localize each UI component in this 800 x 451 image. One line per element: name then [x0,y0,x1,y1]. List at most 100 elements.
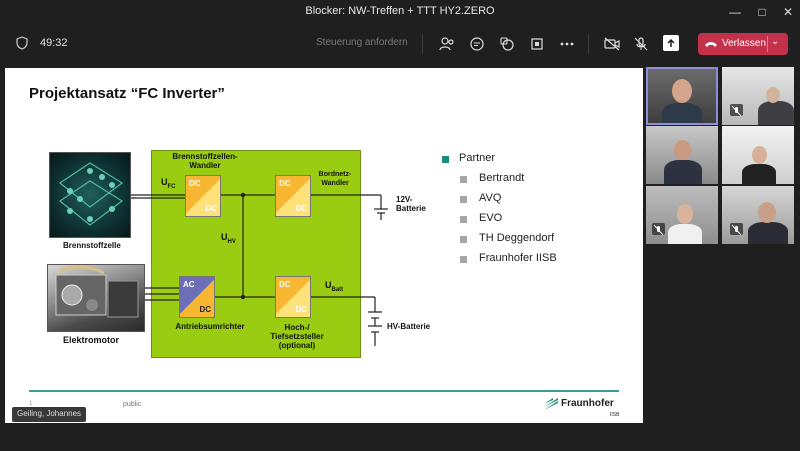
avatar [672,79,692,103]
boost-dcdc-converter: DC DC [275,276,311,318]
chevron-down-icon[interactable]: ⌄ [771,36,780,47]
dc-in-label: DC [279,280,291,289]
participant-video-tile[interactable] [722,186,794,244]
phone-icon [705,42,717,47]
mic-off-icon [730,223,743,236]
partner-name: Bertrandt [479,172,525,184]
slide-number: 1 [29,401,33,407]
dc-in-label: DC [189,179,201,188]
fuelcell-image [49,152,131,238]
leave-button[interactable]: Verlassen ⌄ [698,33,788,55]
partner-name: EVO [479,212,503,224]
list-item: EVO [442,212,582,232]
motor-label: Elektromotor [63,335,120,345]
inverter-label: Antriebsumrichter [175,322,245,331]
window-title: Blocker: NW-Treffen + TTT HY2.ZERO [305,5,495,17]
u-batt-label: UBatt [325,280,344,293]
slide-title: Projektansatz “FC Inverter” [29,85,225,102]
inverter-acdc: AC DC [179,276,215,318]
dc-out-label: DC [295,204,307,213]
maximize-button[interactable]: □ [758,5,766,19]
participant-video-tile[interactable] [646,186,718,244]
share-button[interactable] [663,35,679,51]
chat-icon[interactable] [467,34,487,54]
boost-label: Hoch-/ Tiefsetzsteller (optional) [270,323,324,350]
board-dcdc-converter: DC DC [275,175,311,217]
participant-video-tile[interactable] [646,67,718,125]
participant-video-tile[interactable] [646,126,718,184]
gray-bullet [460,216,467,223]
avatar [752,146,767,164]
partner-name: TH Deggendorf [479,232,555,244]
avatar [668,224,702,244]
board-converter-title: Bordnetz-Wandler [318,171,352,187]
mic-off-icon [652,223,665,236]
ac-label: AC [183,280,195,289]
fuelcell-converter-title: Brennstoffzellen-Wandler [172,152,238,170]
presentation-slide: Projektansatz “FC Inverter” Brennstoffze… [5,68,643,423]
avatar [662,103,702,123]
gray-bullet [460,236,467,243]
u-fc-label: UFC [161,177,176,190]
u-hv-label: UHV [221,232,236,245]
avatar [758,101,794,125]
footer-divider [29,390,619,392]
gray-bullet [460,256,467,263]
list-item: AVQ [442,192,582,212]
avatar [766,87,780,103]
list-item: Bertrandt [442,172,582,192]
close-button[interactable]: ✕ [782,5,794,19]
battery-hv-label: HV-Batterie [387,322,431,331]
partner-heading: Partner [459,152,496,164]
participant-video-tile[interactable] [722,67,794,125]
request-control-button[interactable]: Steuerung anfordern [316,37,408,48]
fuelcell-dcdc-converter: DC DC [185,175,221,217]
gray-bullet [460,196,467,203]
meeting-timer: 49:32 [40,37,68,49]
avatar [758,202,776,223]
mic-off-icon[interactable] [631,34,651,54]
minimize-button[interactable]: — [729,5,741,19]
avatar [748,222,788,244]
battery-12v-label: 12V- Batterie [396,195,426,213]
shield-icon [16,36,28,50]
list-item: TH Deggendorf [442,232,582,252]
fraunhofer-logo-icon [544,398,558,410]
more-icon[interactable] [557,34,577,54]
leave-divider [767,36,768,52]
mic-off-icon [730,104,743,117]
shared-screen: Projektansatz “FC Inverter” Brennstoffze… [0,64,643,451]
presenter-name-tag: Geiling, Johannes [12,407,87,422]
partner-name: Fraunhofer IISB [479,252,557,264]
partner-list: Partner Bertrandt AVQ EVO TH Deggendorf … [442,152,582,272]
dc-out-label: DC [205,204,217,213]
people-icon[interactable] [437,34,457,54]
logo-sub: IISB [610,412,620,418]
wiring-diagram [131,192,388,346]
camera-off-icon[interactable] [602,34,622,54]
leave-label: Verlassen [722,38,766,49]
gray-bullet [460,176,467,183]
toolbar-divider [422,34,423,54]
rooms-icon[interactable] [527,34,547,54]
list-item: Fraunhofer IISB [442,252,582,272]
dc-label: DC [199,305,211,314]
avatar [664,160,702,184]
reactions-icon[interactable] [497,34,517,54]
teal-bullet [442,156,449,163]
avatar [742,164,776,184]
logo-name: Fraunhofer [561,398,614,409]
partner-heading-row: Partner [442,152,582,172]
meeting-toolbar: 49:32 Steuerung anfordern Verlassen ⌄ [0,24,800,64]
motor-image [47,264,145,332]
dc-out-label: DC [295,305,307,314]
title-bar: Blocker: NW-Treffen + TTT HY2.ZERO — □ ✕ [0,0,800,24]
share-icon [667,38,675,47]
participant-video-tile[interactable] [722,126,794,184]
classification-label: public [123,401,142,408]
toolbar-divider [588,34,589,54]
avatar [677,204,693,224]
avatar [674,140,691,160]
fuelcell-label: Brennstoffzelle [63,241,121,250]
partner-name: AVQ [479,192,502,204]
